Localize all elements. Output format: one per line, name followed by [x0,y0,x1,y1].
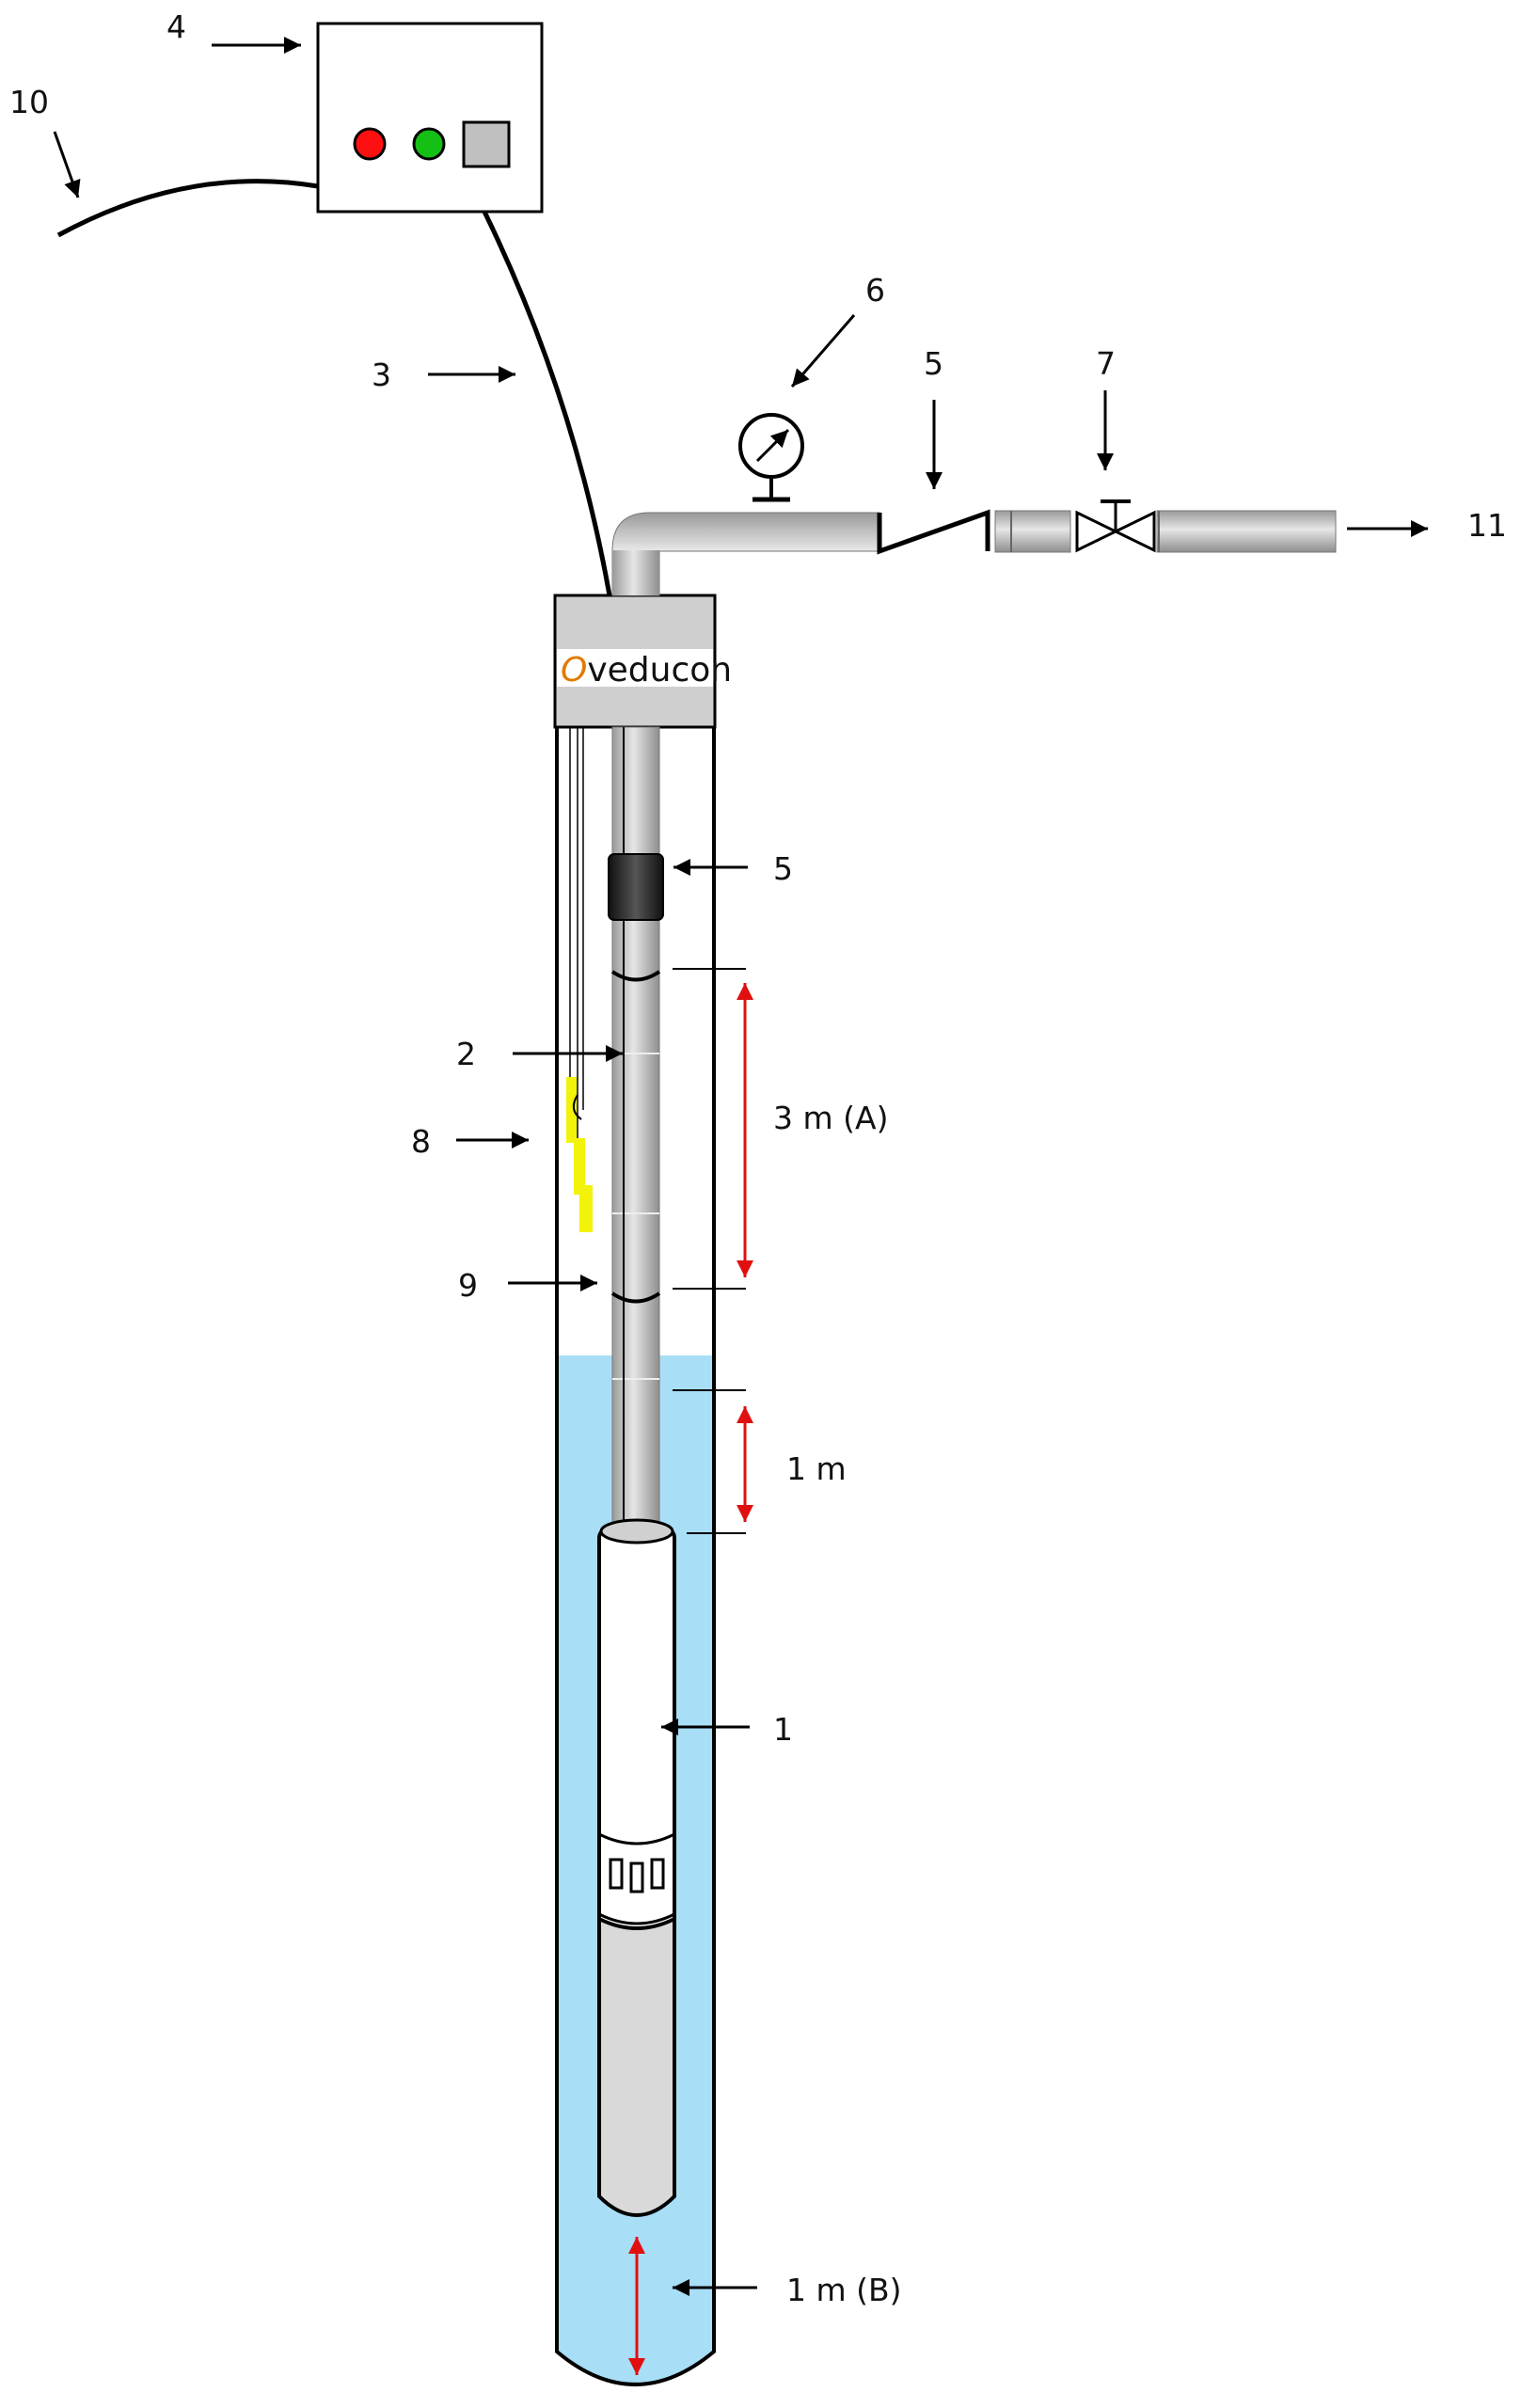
label-outlet: 11 [1467,507,1507,544]
labels: 4 10 3 6 5 7 11 5 2 8 9 1 [9,8,1507,1748]
switch-button [462,120,511,168]
label-pressure-gauge: 6 [865,272,885,309]
pressure-gauge [738,413,804,502]
well-head: Oveducon [553,594,732,729]
pointer-arrows [53,37,1428,2296]
label-pump-depth: 1 m [786,1450,847,1487]
gate-valve [1075,499,1156,553]
label-check-valve-well: 5 [773,850,793,887]
label-pump: 1 [773,1711,793,1748]
pump [597,1518,676,2217]
check-valve-top [877,509,990,555]
cable-clamps [610,970,661,1304]
label-cable: 3 [372,356,391,393]
level-sensor [566,727,593,1232]
dimension-lines [628,968,753,2375]
label-riser-pipe: 2 [456,1036,476,1072]
brand-logo: Oveducon [561,651,732,689]
power-cable [482,210,612,596]
label-mains-cable: 10 [9,84,49,120]
mains-cable [56,179,319,238]
label-clamp-spacing: 3 m (A) [773,1100,888,1136]
check-valve-band [608,853,664,921]
green-indicator-light [412,127,446,161]
discharge-pipe [611,510,1337,596]
label-gate-valve: 7 [1096,345,1116,382]
control-box [316,22,544,214]
label-bottom-clearance: 1 m (B) [786,2272,902,2308]
dimension-labels: 3 m (A) 1 m 1 m (B) [773,1100,902,2308]
label-cable-clamp: 9 [458,1267,478,1304]
brand-prefix: O [561,651,587,689]
brand-rest: veducon [587,651,732,689]
label-check-valve-top: 5 [924,345,943,382]
red-indicator-light [353,127,387,161]
label-level-sensor: 8 [411,1123,431,1160]
riser-pipe [611,726,660,1537]
label-control-box: 4 [166,8,186,45]
